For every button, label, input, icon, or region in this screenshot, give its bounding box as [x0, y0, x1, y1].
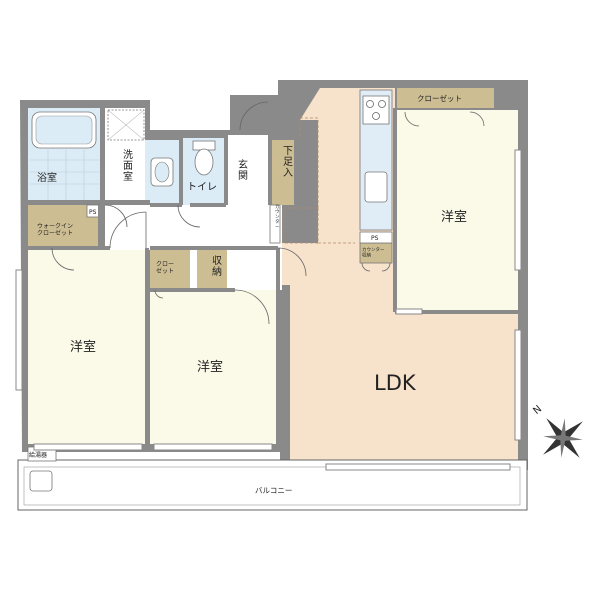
walk-in-closet-label: ウォークインクローゼット [37, 222, 73, 237]
wash-basin-icon [150, 157, 174, 187]
western-room-left-label: 洋室 [70, 339, 96, 355]
western-room-mid-floor [150, 290, 276, 444]
counter-vertical-box [269, 204, 281, 244]
western-room-right-floor [395, 110, 518, 312]
windows [15, 149, 522, 471]
door-swings [51, 101, 485, 325]
entrance-label: 玄関 [238, 158, 248, 182]
closet-top-label: クローゼット [417, 93, 462, 103]
western-room-left-floor [28, 250, 146, 444]
counter-vertical-label: カウンター [275, 204, 280, 230]
compass-rose-icon [543, 418, 583, 458]
balcony-inner-line [23, 466, 521, 506]
water-heater-label: 給湯器 [29, 451, 47, 459]
closet-mid-floor [150, 250, 190, 290]
ldk-floor [282, 88, 518, 465]
storage-label: 収納 [212, 255, 222, 278]
sink-icon [364, 171, 388, 203]
closet-top-floor [397, 88, 494, 108]
interior-walls [28, 108, 518, 446]
balcony-label: バルコニー [255, 486, 292, 495]
toilet-icon [192, 140, 216, 176]
ps-left-label: PS [89, 209, 97, 216]
entrance-floor [228, 135, 270, 205]
counter-storage-label: カウンター収納 [362, 246, 385, 258]
toilet-label: トイレ [187, 182, 217, 193]
compass-north-label: N [531, 404, 544, 417]
water-heater-icon [29, 470, 53, 492]
western-room-mid-label: 洋室 [197, 359, 223, 375]
shoe-storage-floor [272, 140, 294, 205]
stove-icon [362, 95, 390, 125]
storage-floor [197, 250, 227, 290]
closet-mid-label: クローゼット [156, 261, 174, 275]
shower-floor-grid [30, 150, 100, 200]
ps-right-box [359, 231, 393, 244]
shoe-storage-label: 下足入 [283, 146, 293, 179]
washroom-label: 洗面室 [123, 149, 133, 183]
western-room-right-label: 洋室 [441, 209, 467, 225]
bathtub-icon [31, 111, 97, 149]
washing-machine-area-icon [107, 109, 145, 141]
bath-label: 浴室 [37, 171, 57, 184]
ps-right-label: PS [371, 235, 379, 242]
ldk-label: LDK [374, 371, 417, 395]
dashed-outlines [282, 117, 355, 244]
